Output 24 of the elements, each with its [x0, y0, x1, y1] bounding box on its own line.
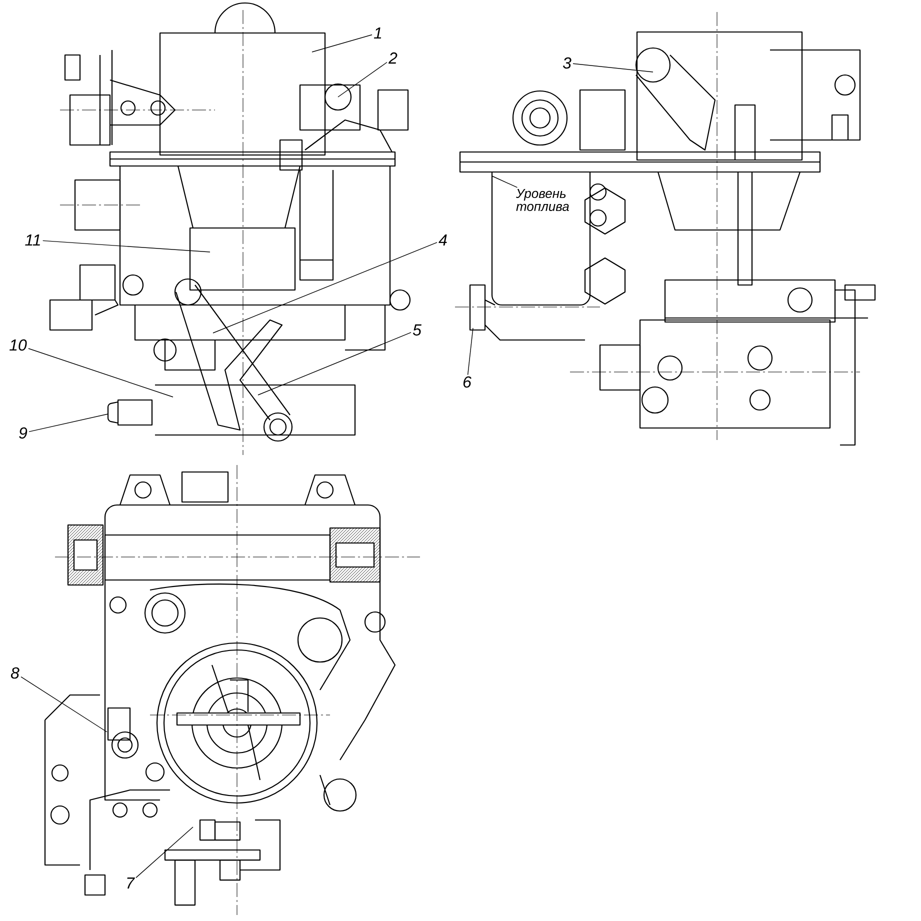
leader-line — [312, 34, 372, 52]
callout-number: 11 — [24, 234, 42, 246]
callout-number: 6 — [462, 375, 472, 389]
leader-line — [20, 676, 108, 732]
callout-number: 10 — [8, 338, 28, 352]
callout-number: 3 — [562, 56, 572, 70]
callout-number: 8 — [10, 666, 20, 680]
leader-line — [338, 62, 388, 98]
leader-line — [467, 328, 474, 376]
leader-line — [136, 826, 194, 878]
callout-number: 7 — [124, 876, 136, 890]
leader-line — [572, 63, 654, 72]
callout-number: 5 — [412, 323, 422, 337]
fuel-level-note: Уровень топлива — [515, 188, 575, 212]
leader-line — [28, 414, 108, 432]
callout-number: 2 — [388, 51, 398, 65]
leader-line — [258, 332, 412, 396]
leader-line — [212, 242, 438, 334]
leader-line — [492, 176, 518, 188]
callout-number: 9 — [18, 426, 28, 440]
leader-line — [42, 240, 210, 252]
callout-number: 4 — [438, 234, 448, 246]
leader-line — [28, 348, 174, 398]
callout-number: 1 — [372, 26, 384, 40]
